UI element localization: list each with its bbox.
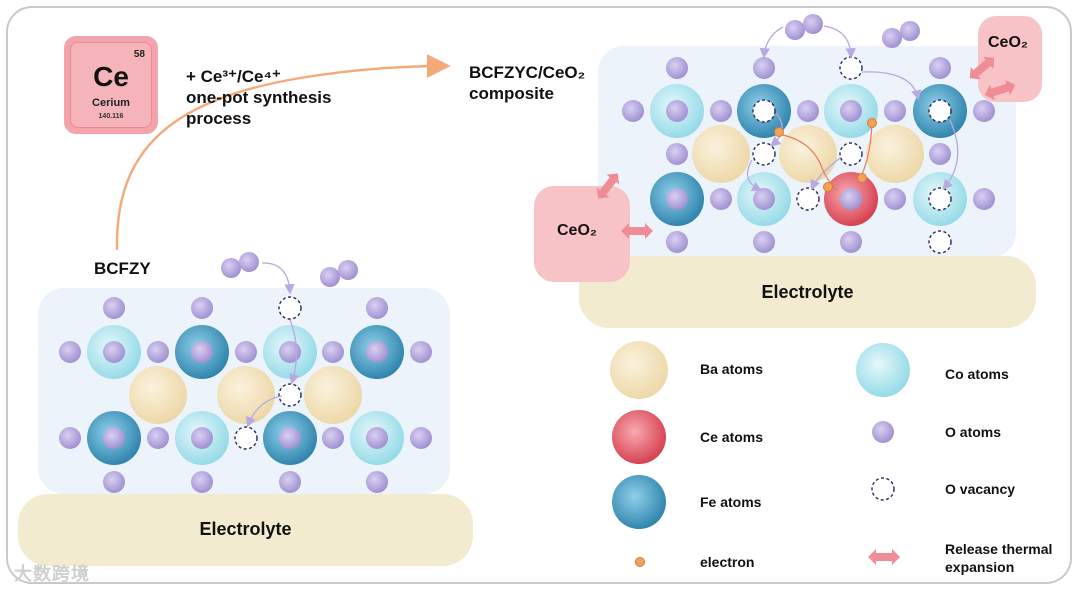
synthesis-arrow xyxy=(115,54,451,251)
legend-vacancy-label: O vacancy xyxy=(945,481,1016,497)
bcfzy-oxygen-vacancies xyxy=(234,296,302,450)
legend-fe-label: Fe atoms xyxy=(700,494,762,510)
bcfzy-ba-atoms xyxy=(129,366,362,424)
ceo2-particle-left xyxy=(534,186,630,282)
cerium-element-card: 58 Ce Cerium 140.116 xyxy=(64,36,158,134)
legend-vacancy-swatch xyxy=(871,477,895,501)
synthesis-label: + Ce³⁺/Ce⁴⁺ one-pot synthesis process xyxy=(186,66,331,129)
electrolyte-right xyxy=(579,256,1036,328)
composite-label-line2: composite xyxy=(469,84,555,103)
composite-oxygen-molecules xyxy=(785,14,920,48)
legend-ce-swatch xyxy=(612,410,666,464)
legend-release-swatch xyxy=(868,549,900,565)
legend-symbols xyxy=(610,341,910,567)
synthesis-label-line2: one-pot synthesis xyxy=(186,88,332,107)
bcfzy-oxygen-molecules xyxy=(221,252,358,287)
cerium-atomic-number: 58 xyxy=(133,49,145,60)
ceo2-left-label: CeO₂ xyxy=(557,222,598,239)
legend-co-swatch xyxy=(856,343,910,397)
cerium-element-card-inner: 58 Ce Cerium 140.116 xyxy=(70,42,152,128)
legend-co-label: Co atoms xyxy=(945,366,1009,382)
legend-fe-swatch xyxy=(612,475,666,529)
bcfzy-oxygen-migration-arrows xyxy=(246,262,300,428)
watermark: 大数跨境 xyxy=(14,564,90,584)
composite-oxygen-atoms xyxy=(622,57,995,253)
electrolyte-right-label: Electrolyte xyxy=(761,282,854,302)
legend-release-label: Release thermal expansion xyxy=(945,541,1053,575)
legend-o-label: O atoms xyxy=(945,424,1002,440)
composite-ba-atoms xyxy=(692,125,924,183)
composite-label-line1: BCFZYC/CeO₂ xyxy=(469,63,586,82)
legend-electron-label: electron xyxy=(700,554,755,570)
ceo2-top-label: CeO₂ xyxy=(988,34,1029,51)
cerium-symbol: Ce xyxy=(93,61,129,92)
composite-b-site-atoms xyxy=(650,84,967,226)
legend-o-swatch xyxy=(872,421,894,443)
bcfzy-oxygen-atoms xyxy=(59,297,432,493)
composite-electrons xyxy=(774,118,877,192)
composite-label: BCFZYC/CeO₂ composite xyxy=(469,62,585,104)
synthesis-label-line1: + Ce³⁺/Ce⁴⁺ xyxy=(186,67,281,86)
legend-ba-label: Ba atoms xyxy=(700,361,764,377)
cerium-atomic-mass: 140.116 xyxy=(98,113,124,120)
electrolyte-left xyxy=(18,494,473,566)
bcfzy-label: BCFZY xyxy=(94,259,151,278)
ceo2-particle-top xyxy=(978,16,1042,102)
legend-ce-label: Ce atoms xyxy=(700,429,764,445)
composite-oxygen-vacancies xyxy=(752,56,952,254)
electrolyte-left-label: Electrolyte xyxy=(199,519,292,539)
cerium-name: Cerium xyxy=(92,97,130,109)
legend-ba-swatch xyxy=(610,341,668,399)
synthesis-label-line3: process xyxy=(186,109,252,128)
legend-electron-swatch xyxy=(635,557,645,567)
